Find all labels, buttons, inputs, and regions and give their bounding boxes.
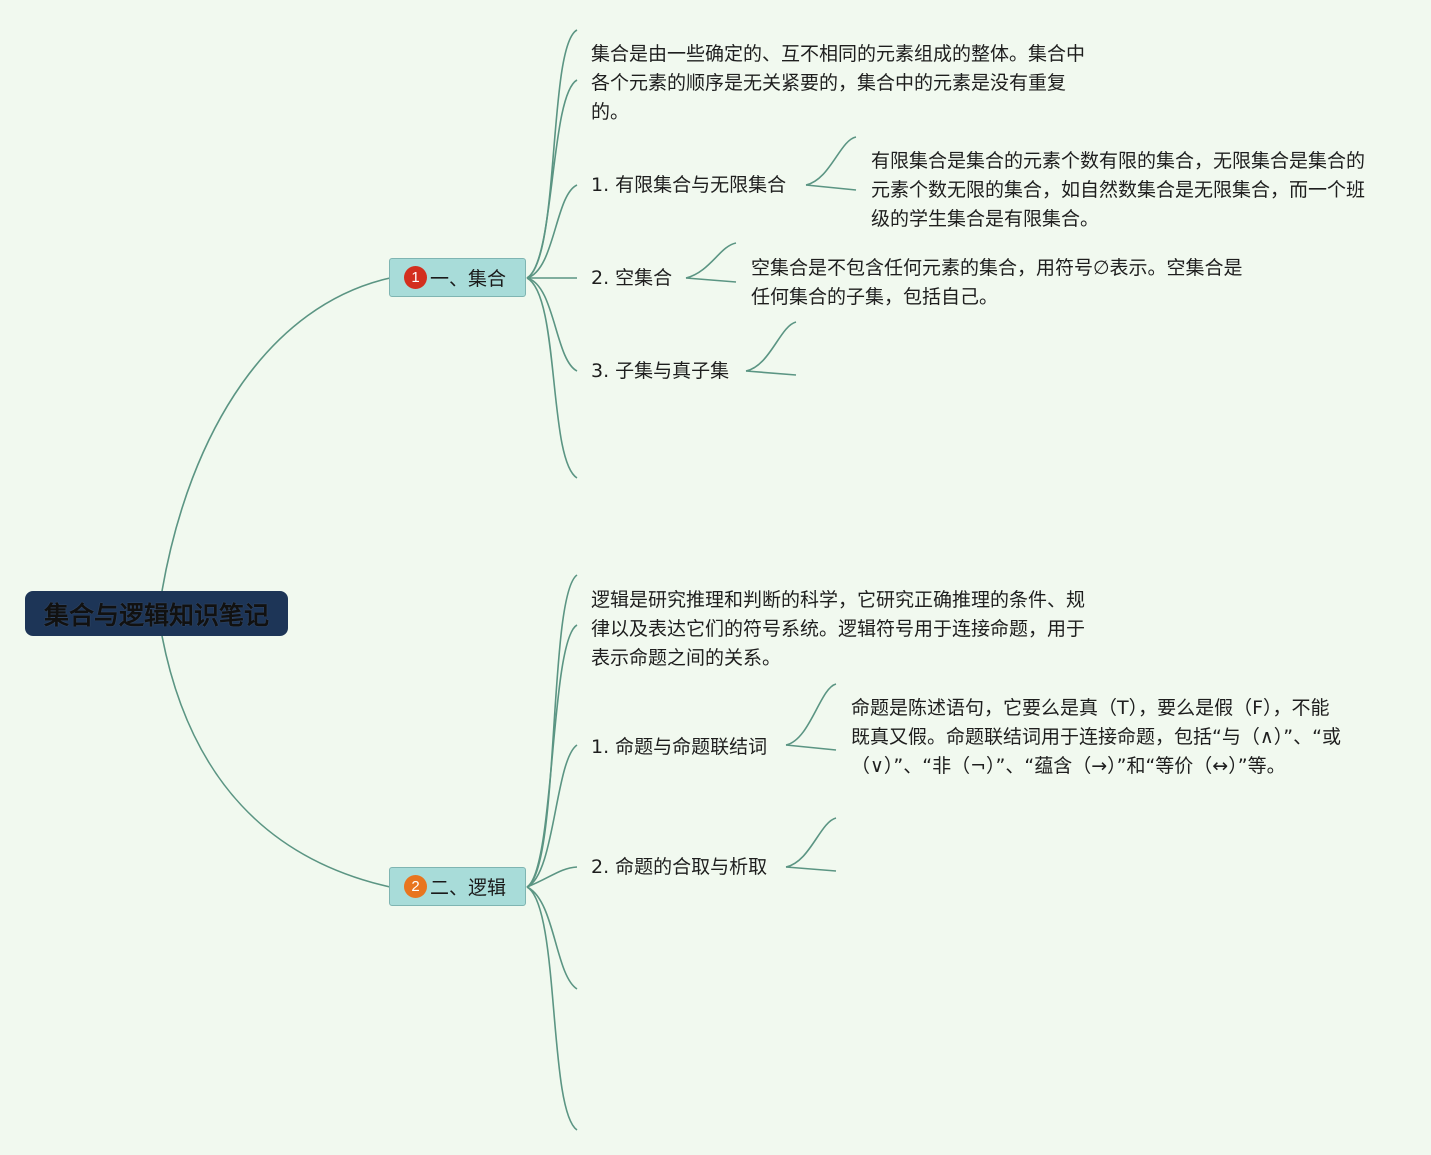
edge-b1-c2-note-b <box>685 277 737 283</box>
finite-infinite-note[interactable]: 有限集合是集合的元素个数有限的集合，无限集合是集合的元素个数无限的集合，如自然数… <box>871 150 1366 230</box>
edge-b1-empty <box>526 277 578 479</box>
root-title: 集合与逻辑知识笔记 <box>43 600 269 630</box>
branch-label: 一、集合 <box>430 268 507 290</box>
priority-2-icon: 2 <box>404 875 427 898</box>
edge-b2-intro-b <box>526 624 578 888</box>
edge-b2-empty2 <box>526 886 578 1131</box>
edge-b2-c1 <box>526 744 578 888</box>
edge-b2-c2-note <box>785 817 837 868</box>
edge-b2-intro <box>526 574 578 888</box>
root-topic[interactable]: 集合与逻辑知识笔记 <box>25 591 288 636</box>
logic-intro-text[interactable]: 逻辑是研究推理和判断的科学，它研究正确推理的条件、规律以及表达它们的符号系统。逻… <box>591 589 1086 669</box>
edge-b1-c3-note-b <box>745 370 797 376</box>
subtopic-propositions[interactable]: 1. 命题与命题联结词 <box>591 736 768 758</box>
edge-b1-c1 <box>526 184 578 279</box>
edge-b1-intro-b <box>526 79 578 279</box>
edge-root-branch2 <box>161 635 391 888</box>
priority-1-icon: 1 <box>404 266 427 289</box>
branch-label: 二、逻辑 <box>430 877 507 899</box>
subtopic-subset[interactable]: 3. 子集与真子集 <box>591 360 730 382</box>
edge-b2-c2-note-b <box>785 866 837 872</box>
edge-b1-c1-note <box>805 136 857 186</box>
sets-intro-text[interactable]: 集合是由一些确定的、互不相同的元素组成的整体。集合中各个元素的顺序是无关紧要的，… <box>591 43 1086 123</box>
subtopic-empty-set[interactable]: 2. 空集合 <box>591 267 673 289</box>
empty-set-note[interactable]: 空集合是不包含任何元素的集合，用符号∅表示。空集合是任何集合的子集，包括自己。 <box>751 257 1243 308</box>
subtopic-finite-infinite[interactable]: 1. 有限集合与无限集合 <box>591 174 787 196</box>
branch-topic-sets[interactable]: 1 一、集合 <box>389 258 526 297</box>
edge-b1-c1-note-b <box>805 184 857 191</box>
edge-b2-c1-note <box>785 683 837 746</box>
edge-b2-c2 <box>526 866 578 888</box>
edge-b1-c3 <box>526 277 578 372</box>
branch-topic-logic[interactable]: 2 二、逻辑 <box>389 867 526 906</box>
propositions-note[interactable]: 命题是陈述语句，它要么是真（T），要么是假（F），不能既真又假。命题联结词用于连… <box>851 697 1341 777</box>
edge-b1-c3-note <box>745 321 797 372</box>
edge-b1-c2-note <box>685 242 737 279</box>
edge-root-branch1 <box>161 277 391 592</box>
edge-b2-empty1 <box>526 886 578 990</box>
edge-b2-c1-note-b <box>785 744 837 751</box>
subtopic-conjunction-disjunction[interactable]: 2. 命题的合取与析取 <box>591 856 768 878</box>
